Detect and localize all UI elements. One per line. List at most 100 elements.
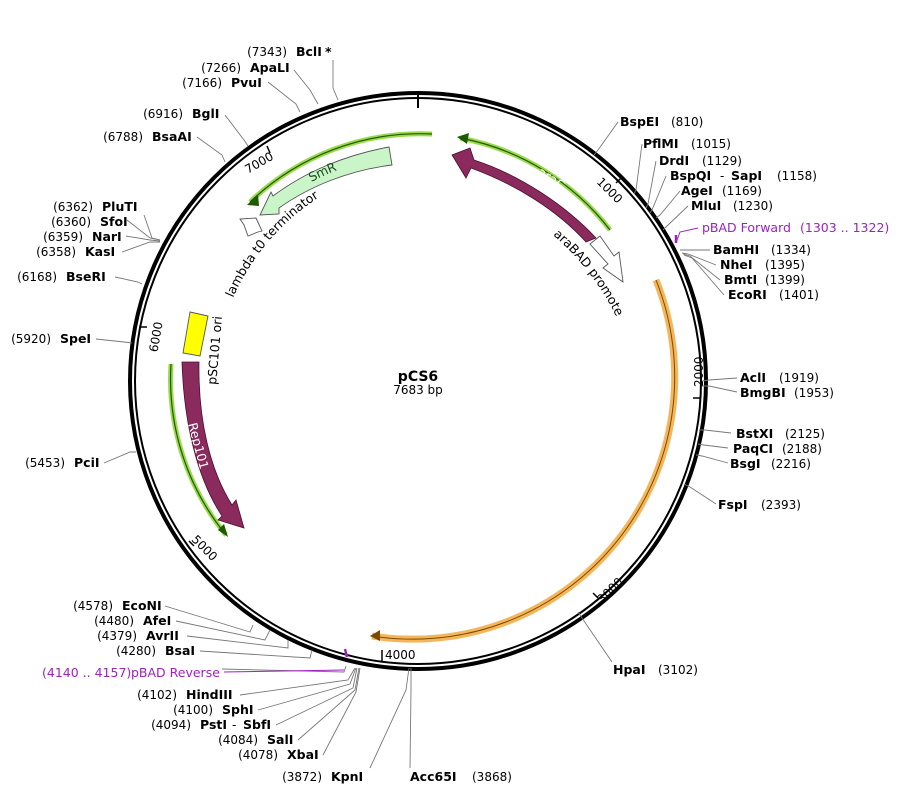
svg-text:BamHI: BamHI — [713, 242, 759, 257]
arabad-promoter-arrow[interactable] — [589, 235, 624, 283]
svg-text:SalI: SalI — [267, 732, 293, 747]
site-sfoi[interactable]: (6360) SfoI — [51, 214, 128, 229]
svg-text:(2393): (2393) — [761, 498, 801, 512]
rep-highlight-arrowhead — [218, 524, 228, 537]
site-nari[interactable]: (6359) NarI — [43, 229, 122, 244]
site-fspi[interactable]: FspI (2393) — [718, 497, 801, 512]
svg-text:DrdI: DrdI — [659, 153, 689, 168]
site-xbai[interactable]: (4078) XbaI — [238, 747, 319, 762]
svg-text:NarI: NarI — [92, 229, 122, 244]
svg-text:(4084): (4084) — [218, 733, 258, 747]
svg-text:(4578): (4578) — [73, 599, 113, 613]
svg-text:(6916): (6916) — [143, 107, 183, 121]
site-econi[interactable]: (4578) EcoNI — [73, 598, 162, 613]
site-apali[interactable]: (7266) ApaLI — [201, 60, 290, 75]
site-psti-sbfi[interactable]: (4094) PstI - SbfI — [151, 717, 271, 732]
site-bgli[interactable]: (6916) BglI — [143, 106, 219, 121]
site-sali[interactable]: (4084) SalI — [218, 732, 293, 747]
svg-text:BsaI: BsaI — [165, 643, 195, 658]
site-bcli[interactable]: (7343) BclI * — [247, 44, 332, 59]
svg-text:(1129): (1129) — [702, 154, 742, 168]
svg-text:(1303 .. 1322): (1303 .. 1322) — [800, 220, 889, 235]
rep-highlight-core — [169, 363, 227, 536]
site-acli[interactable]: AclI (1919) — [740, 370, 819, 385]
site-drdi[interactable]: DrdI (1129) — [659, 153, 742, 168]
site-bsai[interactable]: (4280) BsaI — [116, 643, 195, 658]
svg-text:(7166): (7166) — [182, 76, 222, 90]
site-hindiii[interactable]: (4102) HindIII — [137, 687, 232, 702]
svg-text:(7343): (7343) — [247, 45, 287, 59]
site-bsgi[interactable]: BsgI (2216) — [730, 456, 811, 471]
site-labels-left: (7343) BclI * (7266) ApaLI (7166) PvuI (… — [11, 44, 363, 784]
svg-text:(2188): (2188) — [782, 442, 822, 456]
site-bstxi[interactable]: BstXI (2125) — [736, 426, 825, 441]
site-hpai[interactable]: HpaI (3102) — [613, 662, 698, 677]
psc101-ori-box[interactable] — [182, 311, 209, 357]
site-avrii[interactable]: (4379) AvrII — [97, 628, 179, 643]
svg-text:BseRI: BseRI — [66, 269, 106, 284]
svg-text:PflMI: PflMI — [643, 136, 679, 151]
arac-highlight-arrowhead — [457, 133, 469, 144]
site-ecori[interactable]: EcoRI (1401) — [728, 287, 819, 302]
svg-text:(6168): (6168) — [17, 270, 57, 284]
svg-text:(7266): (7266) — [201, 61, 241, 75]
svg-text:AfeI: AfeI — [143, 613, 171, 628]
site-kasi[interactable]: (6358) KasI — [36, 244, 115, 259]
primer-pbad-forward[interactable]: pBAD Forward (1303 .. 1322) — [702, 220, 889, 235]
svg-text:BglI: BglI — [192, 106, 219, 121]
svg-text:KpnI: KpnI — [331, 769, 363, 784]
lambda-terminator-arrow[interactable] — [239, 217, 263, 237]
arac-arrow[interactable] — [451, 147, 597, 243]
svg-text:6000: 6000 — [147, 321, 166, 354]
site-bmgbi[interactable]: BmgBI (1953) — [740, 385, 834, 400]
smr-arrow[interactable] — [259, 146, 393, 216]
svg-text:(2125): (2125) — [785, 427, 825, 441]
svg-text:Acc65I: Acc65I — [410, 769, 457, 784]
site-bsaai[interactable]: (6788) BsaAI — [103, 129, 192, 144]
rep101-arrow[interactable] — [181, 361, 245, 529]
site-pvui[interactable]: (7166) PvuI — [182, 75, 262, 90]
svg-text:(1015): (1015) — [691, 137, 731, 151]
orf-orange-band[interactable] — [371, 278, 679, 643]
svg-text:BmtI: BmtI — [724, 272, 757, 287]
site-sphi[interactable]: (4100) SphI — [173, 702, 253, 717]
site-bspqi-sapi[interactable]: BspQI - SapI (1158) — [670, 168, 817, 183]
svg-text:-: - — [232, 718, 236, 732]
site-acc65i[interactable]: Acc65I (3868) — [410, 769, 512, 784]
svg-text:AclI: AclI — [740, 370, 766, 385]
svg-text:AgeI: AgeI — [681, 183, 713, 198]
plasmid-length: 7683 bp — [393, 383, 443, 397]
svg-text:(1401): (1401) — [779, 288, 819, 302]
site-pluti[interactable]: (6362) PluTI — [53, 199, 137, 214]
svg-text:HindIII: HindIII — [186, 687, 233, 702]
svg-text:(3102): (3102) — [658, 663, 698, 677]
svg-text:(5453): (5453) — [25, 456, 65, 470]
site-afei[interactable]: (4480) AfeI — [94, 613, 171, 628]
svg-text:(6360): (6360) — [51, 215, 91, 229]
orf-orange-core — [371, 279, 676, 640]
svg-text:(1334): (1334) — [771, 243, 811, 257]
orf-orange-arrowhead — [370, 630, 380, 641]
svg-text:(4379): (4379) — [97, 629, 137, 643]
site-bamhi[interactable]: BamHI (1334) — [713, 242, 811, 257]
site-agei[interactable]: AgeI (1169) — [681, 183, 762, 198]
site-paqci[interactable]: PaqCI (2188) — [733, 441, 822, 456]
site-mlui[interactable]: MluI (1230) — [691, 198, 773, 213]
site-spei[interactable]: (5920) SpeI — [11, 331, 91, 346]
tick-1000: 1000 — [594, 175, 625, 206]
tick-2000: 2000 — [692, 356, 706, 399]
site-bseri[interactable]: (6168) BseRI — [17, 269, 106, 284]
site-kpni[interactable]: (3872) KpnI — [282, 769, 363, 784]
primer-pbad-reverse[interactable]: (4140 .. 4157) pBAD Reverse — [42, 665, 220, 680]
svg-text:pBAD Reverse: pBAD Reverse — [131, 665, 220, 680]
svg-text:(4094): (4094) — [151, 718, 191, 732]
site-bspei[interactable]: BspEI (810) — [620, 114, 703, 129]
svg-text:(3868): (3868) — [472, 770, 512, 784]
site-pcii[interactable]: (5453) PciI — [25, 455, 99, 470]
site-nhei[interactable]: NheI (1395) — [720, 257, 805, 272]
primer-markers — [223, 227, 699, 673]
site-pflmi[interactable]: PflMI (1015) — [643, 136, 731, 151]
svg-text:(1953): (1953) — [794, 386, 834, 400]
site-bmti[interactable]: BmtI (1399) — [724, 272, 805, 287]
